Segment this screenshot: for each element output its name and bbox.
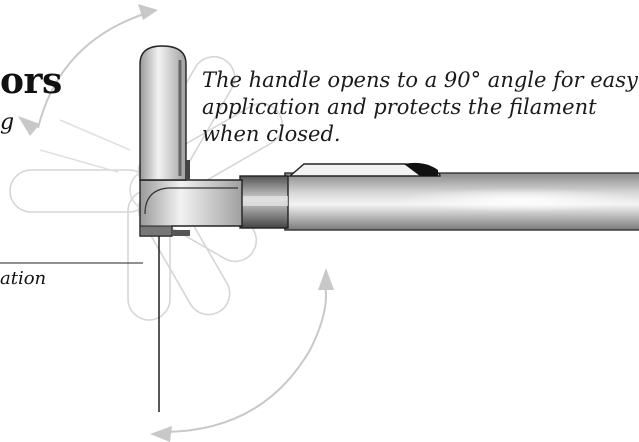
- caption-line: when closed.: [202, 122, 341, 146]
- pocket-clip: [288, 162, 441, 177]
- handle-upright: [139, 45, 190, 181]
- handle-caption: The handle opens to a 90° angle for easy…: [202, 67, 638, 148]
- rotation-arc-top: [18, 4, 158, 136]
- cropped-label-fragment: ation: [0, 268, 47, 289]
- instrument-collar: [239, 175, 289, 229]
- arrowhead-right: [318, 268, 334, 290]
- caption-line: application and protects the filament: [202, 95, 597, 119]
- instrument-tube: [284, 172, 639, 231]
- caption-line: The handle opens to a 90° angle for easy: [202, 68, 638, 92]
- cropped-subheading-fragment: g: [0, 110, 15, 135]
- hinge-block: [139, 179, 243, 237]
- rotation-arc-bottom: [150, 268, 334, 442]
- cropped-heading-fragment: ors: [0, 60, 62, 102]
- arrowhead-top: [138, 4, 158, 20]
- arrowhead-bottom: [150, 426, 172, 442]
